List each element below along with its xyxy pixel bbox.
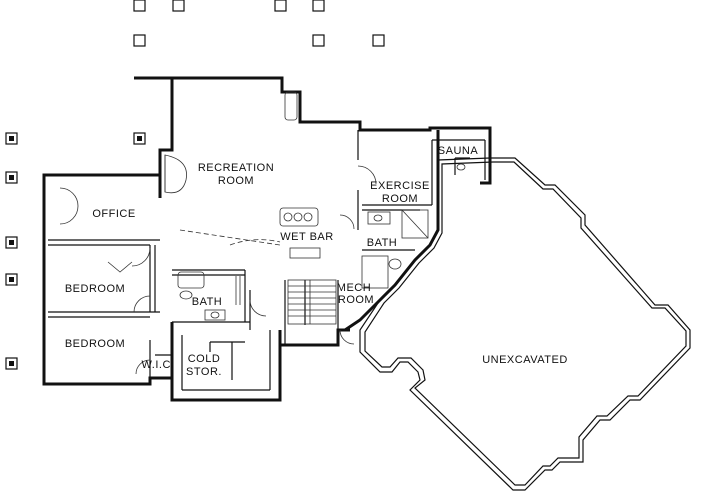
bath-upper-label: BATH — [367, 237, 398, 249]
wet-bar-label: WET BAR — [280, 231, 333, 243]
cold-storage-label-line1: COLD — [188, 353, 221, 365]
column-marker — [133, 34, 146, 47]
column-marker — [133, 0, 146, 12]
bedroom-upper-label: BEDROOM — [65, 283, 125, 295]
recreation-room-label-line2: ROOM — [218, 175, 254, 187]
column-markers — [5, 0, 385, 370]
wic-label: W.I.C. — [142, 359, 175, 371]
exercise-room-label-line1: EXERCISE — [370, 180, 430, 192]
doors — [59, 165, 377, 375]
unexcavated-inner-outline — [364, 161, 687, 486]
column-marker — [274, 0, 287, 12]
column-marker — [172, 0, 185, 12]
bath-lower-label: BATH — [192, 296, 223, 308]
column-marker — [312, 0, 325, 12]
unexcavated-label: UNEXCAVATED — [482, 354, 568, 366]
interior-walls — [48, 130, 486, 391]
mech-room-label-line1: MECH — [337, 282, 371, 294]
cold-storage-label-line2: STOR. — [186, 366, 222, 378]
exercise-room-label-line2: ROOM — [382, 193, 418, 205]
unexcavated-outline — [359, 157, 691, 491]
bedroom-lower-label: BEDROOM — [65, 338, 125, 350]
fixtures — [164, 91, 466, 325]
column-marker — [372, 34, 385, 47]
mech-room-label-line2: ROOM — [338, 294, 374, 306]
room-labels: RECREATION ROOM SAUNA EXERCISE ROOM OFFI… — [65, 145, 568, 378]
office-label: OFFICE — [92, 208, 135, 220]
exterior-walls — [42, 76, 492, 402]
recreation-room-label-line1: RECREATION — [198, 162, 274, 174]
sauna-label: SAUNA — [438, 145, 479, 157]
column-marker — [312, 34, 325, 47]
stairs — [287, 279, 337, 325]
